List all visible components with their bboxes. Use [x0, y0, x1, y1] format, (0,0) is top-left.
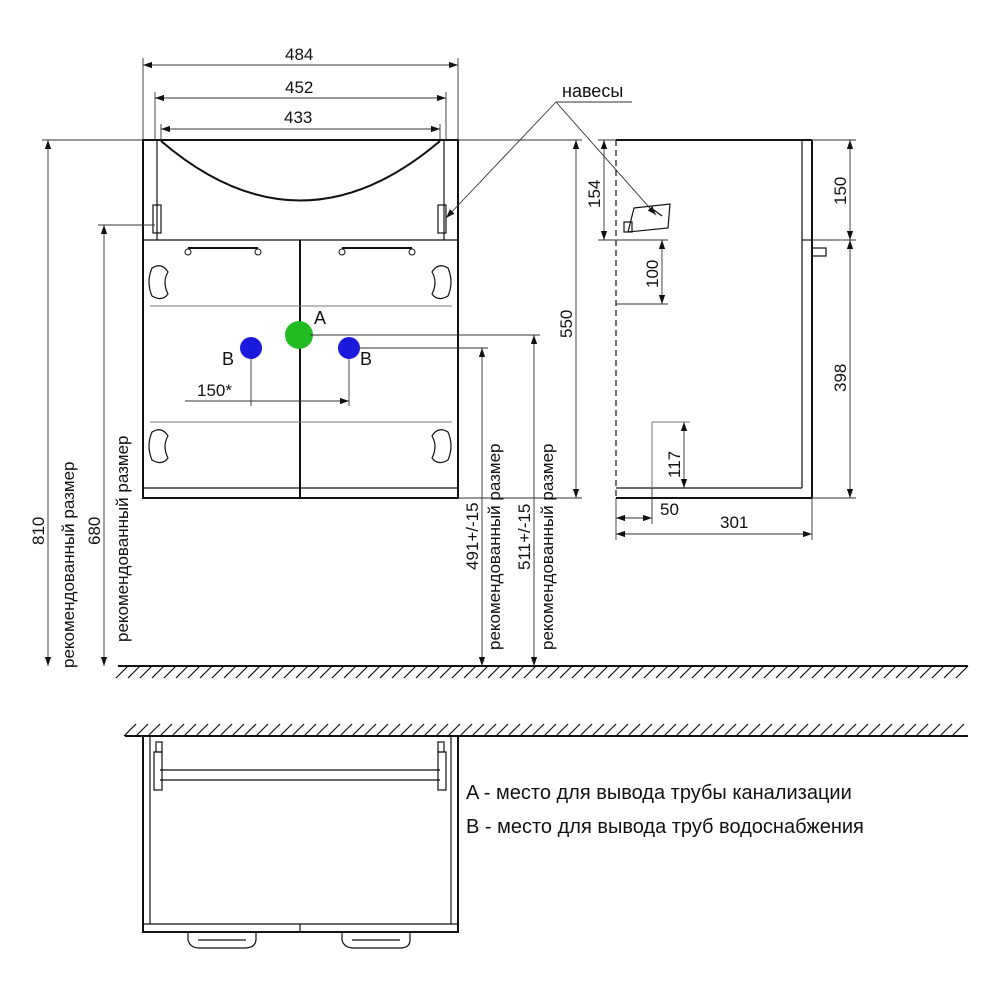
dim-side-body: 398 [831, 364, 850, 392]
drain-point-a [285, 321, 313, 349]
dim-height-supply: 511+/-15 [515, 504, 534, 570]
supply-point-b-left [240, 337, 262, 359]
hinge-bracket-right [437, 204, 447, 234]
dim-pipe-spacing: 150* [197, 381, 232, 400]
front-view: A B B 150* 484 452 433 810 рекомендованн… [29, 45, 657, 668]
side-hinge-bracket [627, 203, 671, 233]
side-view: 100 154 150 398 117 50 301 [585, 139, 856, 540]
label-point-b-right: B [360, 349, 372, 369]
hinge-bracket-left [152, 204, 162, 234]
top-handle-right [341, 932, 411, 949]
top-handle-left [187, 932, 257, 949]
dim-side-small: 117 [665, 451, 684, 478]
dim-height-mount: 680 [85, 517, 104, 545]
label-recommended-mount: рекомендованный размер [113, 435, 132, 642]
dim-side-top: 150 [831, 177, 850, 205]
label-recommended-supply: рекомендованный размер [538, 443, 557, 650]
dim-width-outer: 484 [285, 45, 313, 64]
dim-hinge-height: 100 [643, 260, 662, 288]
dim-height-drain: 491+/-15 [463, 502, 482, 570]
floor-line [115, 665, 969, 679]
label-point-a: A [314, 308, 326, 328]
legend-a: A - место для вывода трубы канализации [466, 782, 852, 804]
top-view [123, 723, 968, 949]
dim-width-inner: 433 [284, 108, 312, 127]
door-handle-right [338, 247, 416, 256]
label-recommended-drain: рекомендованный размер [485, 443, 504, 650]
dim-side-offset: 50 [660, 500, 679, 519]
label-recommended-total: рекомендованный размер [59, 461, 78, 668]
dim-hinge-top: 154 [585, 180, 604, 208]
top-hinge-right [437, 751, 447, 791]
door-handle-left [184, 247, 262, 256]
dim-side-depth: 301 [720, 513, 748, 532]
dim-width-middle: 452 [285, 78, 313, 97]
label-hinges: навесы [562, 81, 623, 101]
dim-height-total: 810 [29, 517, 48, 545]
supply-point-b-right [338, 337, 360, 359]
door-hinge-icons [148, 265, 452, 464]
basin-bowl [160, 140, 441, 202]
dim-height-body: 550 [557, 310, 576, 338]
label-point-b-left: B [222, 349, 234, 369]
top-hinge-left [153, 751, 163, 791]
legend-b: B - место для вывода труб водоснабжения [466, 816, 864, 838]
